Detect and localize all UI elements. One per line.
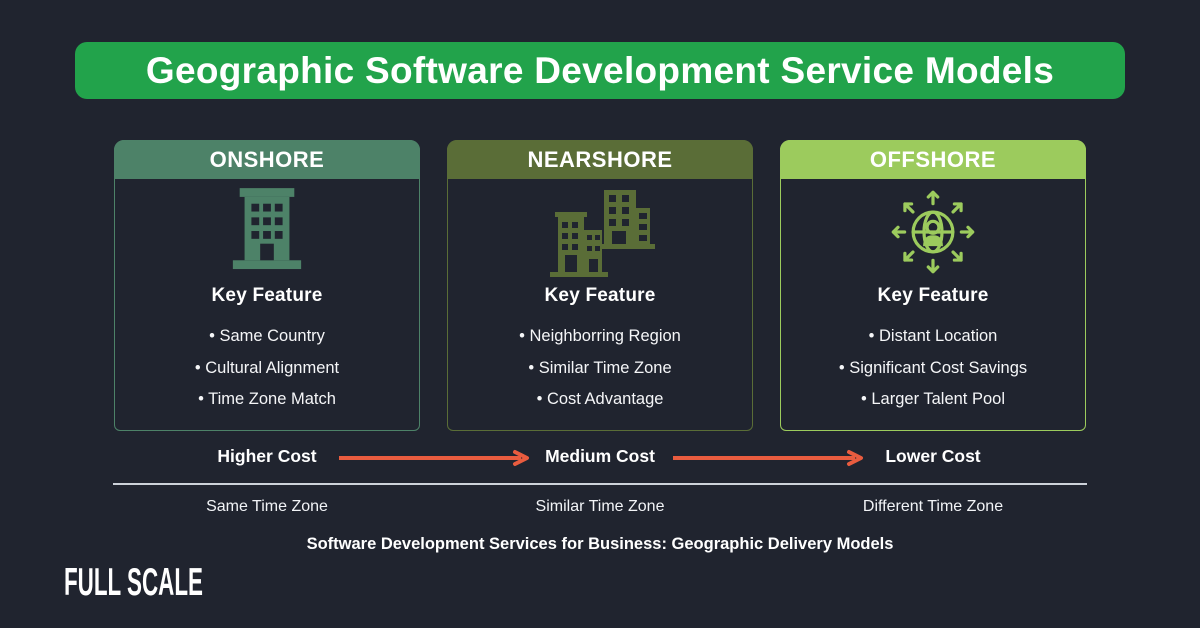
card-offshore-header: OFFSHORE (780, 140, 1086, 179)
same-time-zone-label: Same Time Zone (206, 498, 328, 515)
different-time-zone-label: Different Time Zone (862, 498, 1004, 515)
divider-line (113, 483, 1087, 485)
title-banner: Geographic Software Development Service … (75, 42, 1125, 99)
feature-item: Cost Advantage (448, 391, 752, 408)
feature-item: Distant Location (781, 328, 1085, 345)
feature-item: Same Country (115, 328, 419, 345)
card-nearshore-header: NEARSHORE (447, 140, 753, 179)
key-feature-heading: Key Feature (877, 285, 989, 306)
page-title: Geographic Software Development Service … (145, 49, 1055, 91)
global-team-icon (781, 179, 1085, 285)
right-arrow-icon (673, 450, 863, 466)
card-onshore: ONSHORE Key Feature Same Country Cult (114, 140, 420, 431)
key-feature-heading: Key Feature (211, 285, 323, 306)
full-scale-logo: FULL SCALE (64, 560, 203, 604)
feature-item: Significant Cost Savings (781, 359, 1085, 377)
card-offshore-title: OFFSHORE (869, 146, 997, 172)
feature-item: Cultural Alignment (115, 359, 419, 377)
similar-time-zone-label: Similar Time Zone (535, 498, 665, 515)
two-buildings-icon (448, 179, 752, 285)
card-nearshore: NEARSHORE (447, 140, 753, 431)
feature-list: Distant Location Significant Cost Saving… (781, 328, 1085, 408)
right-arrow-icon (339, 450, 529, 466)
card-offshore: OFFSHORE (780, 140, 1086, 431)
office-building-icon (115, 179, 419, 285)
feature-item: Time Zone Match (115, 391, 419, 408)
card-nearshore-title: NEARSHORE (527, 146, 673, 172)
feature-item: Larger Talent Pool (781, 391, 1085, 408)
medium-cost-label: Medium Cost (545, 446, 655, 466)
key-feature-heading: Key Feature (544, 285, 656, 306)
lower-cost-label: Lower Cost (885, 446, 981, 466)
higher-cost-label: Higher Cost (217, 446, 317, 466)
feature-list: Neighborring Region Similar Time Zone Co… (448, 328, 752, 408)
footer-caption: Software Development Services for Busine… (306, 535, 894, 553)
card-onshore-header: ONSHORE (114, 140, 420, 179)
feature-item: Similar Time Zone (448, 359, 752, 377)
feature-item: Neighborring Region (448, 328, 752, 345)
card-onshore-title: ONSHORE (209, 146, 325, 172)
feature-list: Same Country Cultural Alignment Time Zon… (115, 328, 419, 408)
